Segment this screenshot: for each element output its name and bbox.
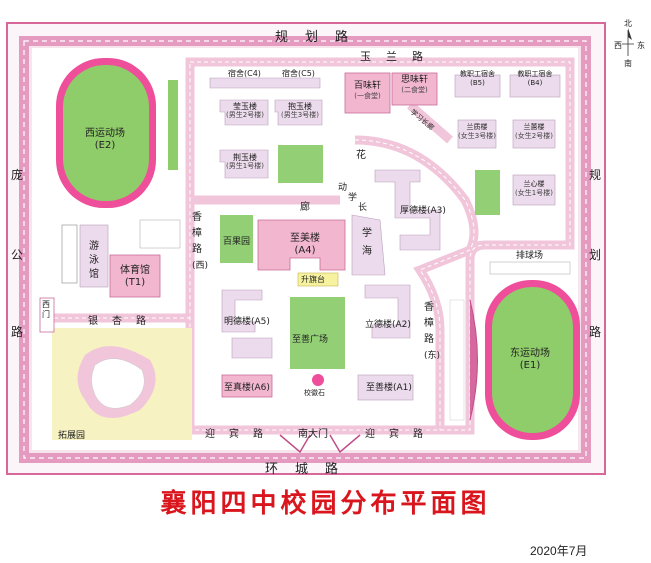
- mingde-bldg-2: [231, 337, 273, 359]
- pool-deck: [61, 224, 78, 284]
- west-gate-mark: [39, 297, 55, 333]
- tuozhan-label: 拓展园: [58, 431, 86, 441]
- yingyu-bldg: [219, 99, 269, 126]
- zhimei-bldg: [257, 219, 346, 271]
- gym-bldg: [109, 254, 161, 298]
- baoyu-label: 抱玉楼(男生3号楼): [281, 102, 319, 119]
- road-yingbin-right: 迎 宾 路: [365, 429, 425, 440]
- dorm-c4-c5: [209, 77, 321, 89]
- east-field-grass: [492, 287, 573, 433]
- corridor-chang: 长: [358, 203, 368, 213]
- east-field-label: 东运动场(E1): [510, 348, 550, 371]
- staff-b4-label: 教职工宿舍(B4): [517, 70, 553, 87]
- lanzhi-bldg: [457, 119, 497, 149]
- siwei-label: 思味轩(二食堂): [400, 75, 428, 94]
- map-title: 襄阳四中校园分布平面图: [160, 489, 491, 519]
- west-field-grass: [63, 65, 149, 201]
- volleyball-courts: [489, 261, 571, 275]
- jingyu-bldg: [219, 149, 269, 179]
- west-gate-label: 西门: [42, 300, 50, 319]
- mingde-bldg: [221, 289, 263, 333]
- volleyball-label: 排球场: [516, 251, 544, 261]
- zhishan-plaza-label: 至善广场: [292, 335, 329, 345]
- lanhui-label: 兰蕙楼(女生2号楼): [515, 123, 553, 140]
- map-date: 2020年7月: [530, 544, 588, 558]
- lanhui-bldg: [512, 119, 556, 149]
- west-field-label: 西运动场(E2): [85, 128, 125, 151]
- zhizhen-bldg: [221, 374, 273, 398]
- staff-b5: [454, 74, 501, 98]
- road-yulan: 玉 兰 路: [360, 50, 425, 63]
- tuozhan-pond: [91, 358, 145, 409]
- lanzhi-label: 兰质楼(女生3号楼): [458, 123, 496, 140]
- houde-bldg: [374, 169, 441, 251]
- zhizhen-label: 至真楼(A6): [224, 383, 270, 393]
- corridor-lang-label: 廊: [300, 202, 310, 213]
- road-yingbin-left: 迎 宾 路: [205, 429, 265, 440]
- zhishan-bldg-label: 至善楼(A1): [366, 383, 412, 393]
- lanxin-label: 兰心楼(女生1号楼): [515, 180, 553, 197]
- siwei-canteen: [391, 72, 438, 106]
- road-panggong-3: 路: [10, 325, 23, 339]
- swimming-hall: [79, 224, 109, 288]
- zhishan-plaza: [290, 297, 345, 369]
- road-xizhang-west: 香樟路(西): [192, 212, 209, 271]
- gym-label: 体育馆(T1): [120, 265, 150, 288]
- zhishan-bldg: [357, 374, 414, 401]
- west-field-side-green: [168, 80, 178, 170]
- corridor-xue: 学: [348, 193, 358, 203]
- east-strip: [449, 299, 465, 421]
- corridor-hua: 花: [356, 150, 366, 161]
- road-ring-city: 环 城 路: [265, 462, 341, 477]
- lide-bldg: [364, 284, 411, 339]
- lanxin-bldg: [512, 174, 556, 206]
- road-yinxing: 银 杏 路: [88, 316, 148, 327]
- south-gate-label: 南大门: [298, 429, 328, 440]
- road-planning-right-1: 规: [588, 168, 601, 182]
- school-stone: [312, 374, 324, 386]
- corridor-dong: 动: [338, 183, 348, 193]
- dorm-green-2: [475, 170, 500, 215]
- compass-needle: [628, 28, 632, 40]
- baiguo-garden: [220, 215, 253, 263]
- road-panggong-2: 公: [10, 248, 23, 262]
- jingyu-label: 荆玉楼(男生1号楼): [226, 153, 264, 170]
- road-planning-right-3: 路: [588, 325, 601, 339]
- road-xizhang-east: 香樟路(东): [424, 302, 441, 361]
- compass-west: 西: [614, 41, 622, 50]
- dorm-c4-label: 宿舍(C4): [228, 69, 261, 78]
- staff-b4: [509, 74, 561, 98]
- zhimei-label: 至美楼(A4): [290, 233, 320, 256]
- baiguo-label: 百果园: [223, 237, 251, 247]
- ring-road-dash: [23, 40, 587, 459]
- south-gate-mark: [279, 434, 361, 454]
- compass-north: 北: [624, 19, 632, 28]
- baiwei-canteen: [344, 72, 391, 114]
- compass-south: 南: [624, 59, 632, 68]
- lide-label: 立德楼(A2): [365, 320, 411, 330]
- flag-stage-label: 升旗台: [301, 275, 325, 284]
- houde-label: 厚德楼(A3): [400, 206, 446, 216]
- staff-b5-label: 教职工宿舍(B5): [460, 70, 495, 87]
- yingyu-label: 莹玉楼(男生2号楼): [226, 102, 264, 119]
- court-area: [139, 219, 181, 249]
- compass-east: 东: [637, 41, 645, 50]
- road-planning-top: 规 划 路: [275, 30, 351, 45]
- flag-stage: [297, 272, 339, 287]
- swimming-label: 游泳馆: [89, 241, 99, 280]
- road-panggong-1: 庞: [10, 168, 23, 182]
- baoyu-bldg: [274, 99, 323, 126]
- school-stone-label: 校徽石: [304, 389, 325, 397]
- dorm-green-1: [278, 145, 323, 183]
- xuehai-bldg: [351, 214, 386, 276]
- baiwei-label: 百味轩(一食堂): [353, 81, 381, 100]
- xuehai-label: 学海: [362, 228, 372, 257]
- mingde-label: 明德楼(A5): [224, 317, 270, 327]
- dorm-c5-label: 宿舍(C5): [282, 69, 315, 78]
- road-planning-right-2: 划: [588, 248, 601, 262]
- east-field-stand: [469, 299, 478, 421]
